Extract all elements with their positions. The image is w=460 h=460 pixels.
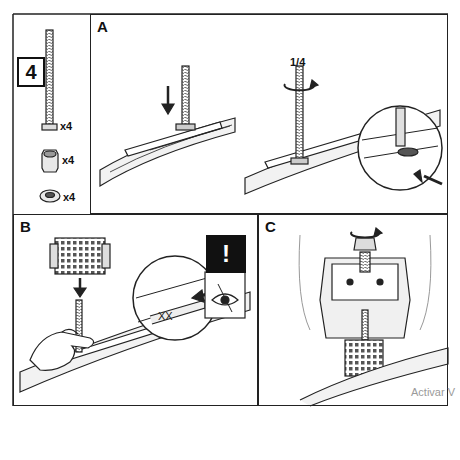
step-panel: C: [258, 214, 448, 406]
warning-box: !: [206, 235, 246, 273]
step-panel: A: [90, 14, 448, 214]
rotation-label: 1/4: [290, 56, 305, 68]
marking-label: XX: [158, 310, 173, 322]
step-number: !: [222, 241, 230, 267]
bar-channel: [245, 66, 442, 194]
foot-assembly: [299, 228, 448, 406]
watermark: Activar V: [411, 386, 455, 398]
step-panel: B!: [13, 214, 258, 406]
panel-letter: C: [265, 219, 441, 236]
quantity-label: x4: [62, 154, 74, 166]
quantity-label: x4: [63, 191, 75, 203]
quantity-label: x4: [60, 120, 72, 132]
panel-letter: B: [20, 219, 251, 236]
parts-list: [40, 30, 60, 202]
step-number-box: 4: [17, 57, 45, 87]
step-number: 4: [25, 61, 36, 83]
panel-letter: A: [97, 19, 441, 36]
bar-channel: [100, 66, 235, 186]
frame-lines: [13, 14, 448, 406]
